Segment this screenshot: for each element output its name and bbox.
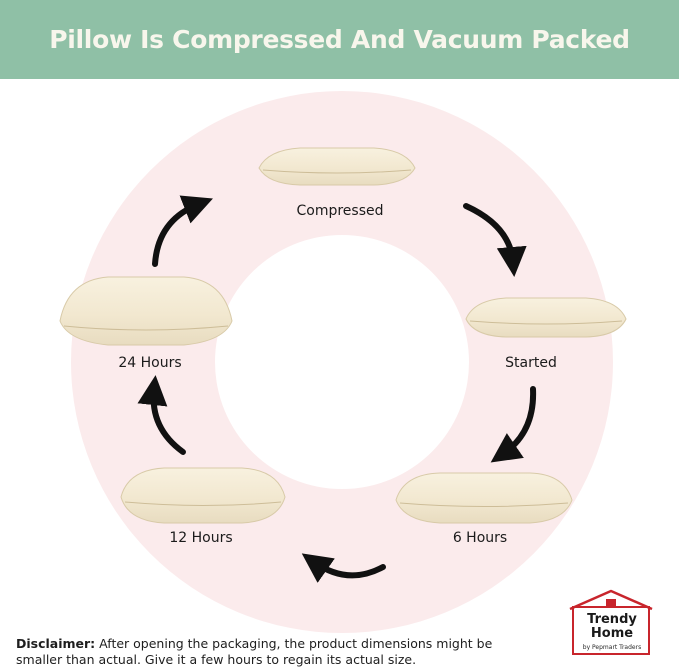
pillow-compressed bbox=[258, 147, 416, 186]
arrow-started-to-6-hours bbox=[490, 386, 537, 463]
brand-name: Trendy Home bbox=[566, 613, 658, 641]
pillow-24-hours bbox=[59, 276, 233, 346]
brand-tagline: by Pepmart Traders bbox=[582, 644, 642, 651]
title-banner: Pillow Is Compressed And Vacuum Packed bbox=[0, 0, 679, 79]
stage-label-started: Started bbox=[505, 355, 557, 371]
stage-label-compressed: Compressed bbox=[296, 203, 384, 219]
pillow-12-hours bbox=[120, 467, 286, 524]
arrow-6-hours-to-12-hours bbox=[301, 553, 386, 583]
stage-label-6-hours: 6 Hours bbox=[452, 530, 508, 546]
stage-label-12-hours: 12 Hours bbox=[169, 530, 233, 546]
brand-logo: Trendy Home by Pepmart Traders bbox=[566, 590, 658, 662]
disclaimer: Disclaimer: After opening the packaging,… bbox=[16, 636, 516, 668]
house-icon bbox=[569, 589, 653, 655]
page-title: Pillow Is Compressed And Vacuum Packed bbox=[49, 25, 630, 54]
arrow-12-hours-to-24-hours bbox=[137, 375, 186, 455]
pillow-6-hours bbox=[395, 472, 573, 524]
stage-label-24-hours: 24 Hours bbox=[118, 355, 182, 371]
disclaimer-label: Disclaimer: bbox=[16, 636, 96, 651]
pillow-started bbox=[465, 297, 627, 338]
brand-name-line-2: Home bbox=[590, 626, 634, 641]
brand-name-line-1: Trendy bbox=[587, 612, 637, 627]
arrow-compressed-to-started bbox=[463, 203, 527, 277]
arrow-24-hours-to-compressed bbox=[152, 195, 213, 267]
disclaimer-text: After opening the packaging, the product… bbox=[16, 636, 493, 667]
